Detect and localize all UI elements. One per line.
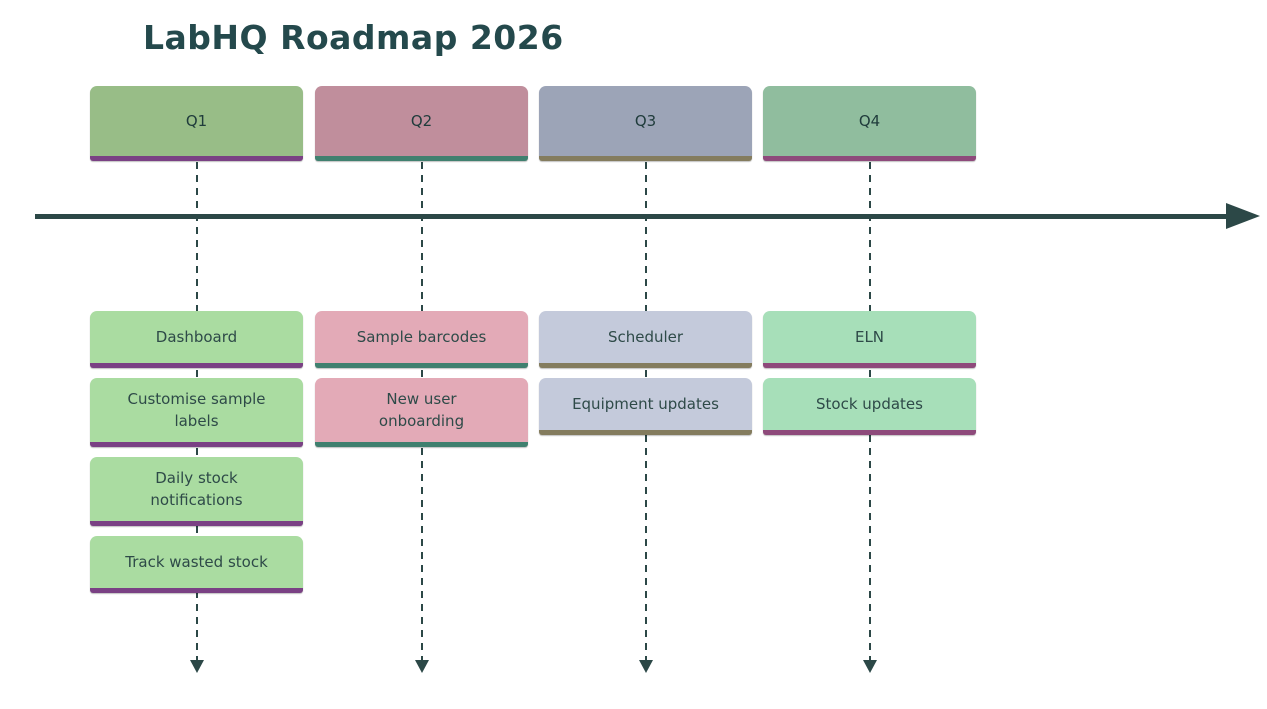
- quarter-header-label-q1: Q1: [185, 112, 208, 130]
- roadmap-card: Customise sample labels: [90, 378, 303, 447]
- timeline-arrowhead-icon: [1226, 203, 1260, 229]
- roadmap-card: Daily stock notifications: [90, 457, 303, 526]
- roadmap-card-label: New user onboarding: [378, 390, 465, 430]
- roadmap-card-label: Sample barcodes: [356, 328, 487, 346]
- page-title: LabHQ Roadmap 2026: [143, 18, 564, 57]
- roadmap-card-label: Scheduler: [607, 328, 684, 346]
- quarter-header-label-q2: Q2: [410, 112, 433, 130]
- timeline-axis: [35, 214, 1228, 219]
- quarter-header-q2: Q2: [315, 86, 528, 161]
- roadmap-card: New user onboarding: [315, 378, 528, 447]
- roadmap-card-label: Equipment updates: [572, 395, 719, 413]
- column-guide-arrowhead-icon-q1: [189, 660, 204, 673]
- roadmap-card: ELN: [763, 311, 976, 368]
- roadmap-card: Equipment updates: [539, 378, 752, 435]
- quarter-header-label-q4: Q4: [858, 112, 881, 130]
- roadmap-card-label: ELN: [854, 328, 885, 346]
- quarter-header-label-q3: Q3: [634, 112, 657, 130]
- roadmap-card-label: Stock updates: [816, 395, 923, 413]
- roadmap-card: Track wasted stock: [90, 536, 303, 593]
- roadmap-card: Sample barcodes: [315, 311, 528, 368]
- roadmap-card-label: Dashboard: [155, 328, 238, 346]
- quarter-header-q4: Q4: [763, 86, 976, 161]
- roadmap-card: Scheduler: [539, 311, 752, 368]
- roadmap-card-label: Customise sample labels: [127, 390, 266, 430]
- column-guide-arrowhead-icon-q4: [862, 660, 877, 673]
- roadmap-card: Dashboard: [90, 311, 303, 368]
- column-cards-q4: ELN Stock updates: [763, 311, 976, 435]
- column-guide-arrowhead-icon-q3: [638, 660, 653, 673]
- column-guide-arrowhead-icon-q2: [414, 660, 429, 673]
- roadmap-card: Stock updates: [763, 378, 976, 435]
- quarter-header-q1: Q1: [90, 86, 303, 161]
- quarter-header-q3: Q3: [539, 86, 752, 161]
- roadmap-card-label: Daily stock notifications: [150, 469, 243, 509]
- roadmap-card-label: Track wasted stock: [125, 553, 268, 571]
